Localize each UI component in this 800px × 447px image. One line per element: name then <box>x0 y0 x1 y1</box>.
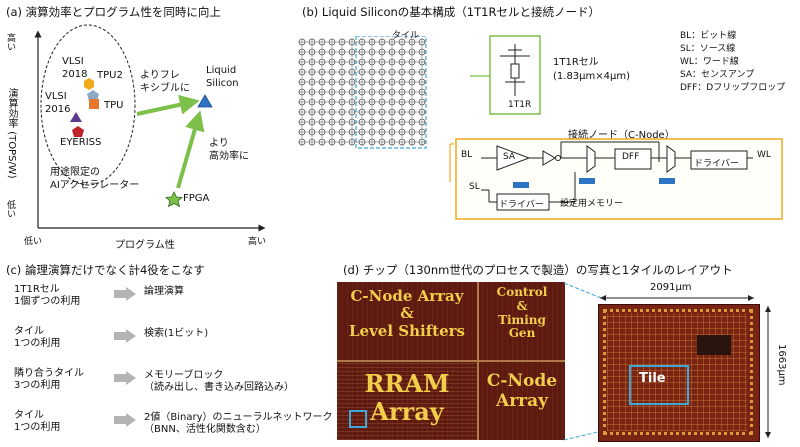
cell-zoom <box>449 35 541 182</box>
x-high-label: 高い <box>248 237 267 247</box>
panel-a-title: (a) 演算効率とプログラム性を同時に向上 <box>6 5 221 19</box>
y-high-label: 高い <box>5 33 15 51</box>
tpu-label: TPU <box>104 100 124 111</box>
cnode-sa-label: SA <box>503 152 516 162</box>
right-arrow-icon <box>114 329 136 343</box>
x-low-label: 低い <box>24 237 43 247</box>
x-axis-label: プログラム性 <box>115 240 175 251</box>
vlsi2018-label: VLSI 2018 <box>62 56 88 80</box>
cnode-title: 接続ノード（C-Node） <box>568 130 675 141</box>
width-dimension: 2091μm <box>650 282 692 293</box>
chip-q2-label: Control & Timing Gen <box>496 285 548 341</box>
vlsi2016-label: VLSI 2016 <box>45 91 71 115</box>
flexible-label: よりフレ キシブルに <box>140 70 190 94</box>
right-arrow-icon <box>114 287 136 301</box>
cnode-dff-label: DFF <box>622 152 640 162</box>
cnode-driver2-label: ドライバー <box>499 200 544 210</box>
eyeriss-marker <box>72 126 84 137</box>
tile-highlight-label: Tile <box>639 371 666 386</box>
tpu2-marker <box>84 78 94 90</box>
panel-a-graph <box>34 24 266 232</box>
y-low-label: 低い <box>5 200 15 218</box>
role-row: 1T1Rセル 1個ずつの利用 論理演算 <box>14 284 354 316</box>
tile-layout: Tile <box>598 304 760 442</box>
role-function: メモリーブロック （読み出し、書き込み回路込み） <box>144 370 294 393</box>
legend-sl: SL：ソース線 <box>680 44 736 54</box>
liquid-silicon-label: Liquid Silicon <box>206 65 239 89</box>
role-row: タイル 1つの利用 2値（Binary）のニューラルネットワーク （BNN、活性… <box>14 410 354 442</box>
legend-bl: BL：ビット線 <box>680 31 737 41</box>
role-function: 2値（Binary）のニューラルネットワーク （BNN、活性化関数含む） <box>144 412 333 435</box>
height-arrow <box>765 306 771 438</box>
role-function: 論理演算 <box>144 286 184 297</box>
cnode-circuit <box>455 138 783 220</box>
legend-box: BL：ビット線 SL：ソース線 WL：ワード線 SA：センスアンプ DFF：Dフ… <box>680 30 785 95</box>
y-axis-label: 演算効率 (TOPS/W) <box>6 88 17 179</box>
role-row: タイル 1つの利用 検索(1ビット) <box>14 326 354 358</box>
role-unit: タイル 1つの利用 <box>14 410 61 433</box>
role-row: 隣り合うタイル 3つの利用 メモリーブロック （読み出し、書き込み回路込み） <box>14 368 354 400</box>
role-function: 検索(1ビット) <box>144 328 209 339</box>
chip-photo: C-Node Array & Level Shifters Control & … <box>337 282 565 440</box>
efficient-arrow <box>176 110 205 189</box>
width-arrow <box>600 295 754 301</box>
cnode-bl-label: BL <box>461 150 473 160</box>
ai-accel-ellipse <box>40 24 136 186</box>
ai-accel-label: 用途限定の AIアクセラレーター <box>50 167 140 191</box>
cell-caption: 1T1Rセル (1.83μm×4μm) <box>553 57 631 82</box>
panel-d-title: (d) チップ（130nm世代のプロセスで製造）の写真と1タイルのレイアウト <box>343 263 733 277</box>
height-dimension: 1663μm <box>776 344 787 386</box>
vlsi2018-marker <box>87 90 99 101</box>
fpga-label: FPGA <box>183 193 210 204</box>
vlsi2016-marker <box>70 112 82 122</box>
role-unit: 隣り合うタイル 3つの利用 <box>14 368 84 391</box>
panel-c-title: (c) 論理演算だけでなく計4役をこなす <box>6 263 205 277</box>
right-arrow-icon <box>114 371 136 385</box>
tpu-marker <box>89 99 99 109</box>
fpga-star-icon <box>165 191 183 208</box>
eyeriss-label: EYERISS <box>60 137 102 148</box>
legend-dff: DFF：Dフリップフロップ <box>680 83 786 93</box>
legend-sa: SA：センスアンプ <box>680 70 755 80</box>
cnode-sl-label: SL <box>469 182 480 192</box>
tile-highlight-box <box>629 365 689 405</box>
efficient-label: より 高効率に <box>209 138 249 162</box>
cnode-config-mem-label: 設定用メモリー <box>560 199 624 209</box>
role-unit: タイル 1つの利用 <box>14 326 61 349</box>
panel-b-title: (b) Liquid Siliconの基本構成（1T1Rセルと接続ノード） <box>302 5 600 19</box>
flexible-arrow <box>136 94 200 116</box>
role-unit: 1T1Rセル 1個ずつの利用 <box>14 284 81 307</box>
tpu2-label: TPU2 <box>97 70 123 81</box>
tile-array-grid <box>298 36 427 149</box>
zoom-connector <box>563 282 607 441</box>
cell-1t1r-label: 1T1R <box>508 100 532 110</box>
cnode-wl-label: WL <box>757 150 771 160</box>
chip-q1-label: C-Node Array & Level Shifters <box>349 287 465 340</box>
legend-wl: WL：ワード線 <box>680 57 739 67</box>
chip-q4-label: C-Node Array <box>486 371 558 411</box>
tile-label: タイル <box>392 31 420 41</box>
chip-q3-label: RRAM Array <box>364 369 450 426</box>
right-arrow-icon <box>114 413 136 427</box>
chip-tile-marker <box>349 410 367 428</box>
liquid-silicon-marker <box>197 94 213 108</box>
cnode-driver1-label: ドライバー <box>694 159 739 169</box>
